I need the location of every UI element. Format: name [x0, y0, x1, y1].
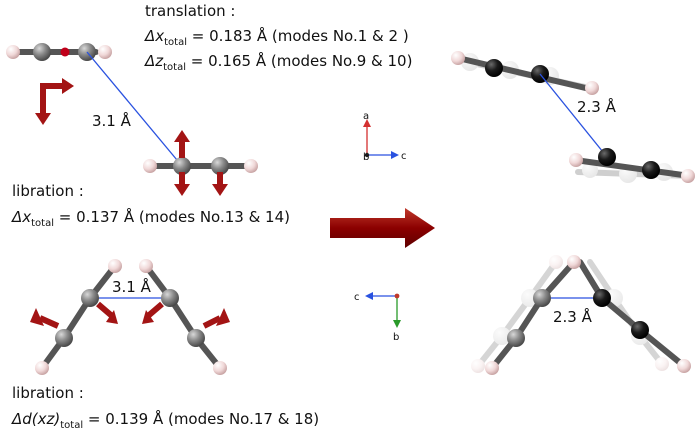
- carbon-atom: [631, 321, 649, 339]
- top-left-molecule-pair: [6, 43, 258, 196]
- hydrogen-atom: [139, 259, 153, 273]
- hydrogen-atom: [143, 159, 157, 173]
- carbon-atom: [55, 329, 73, 347]
- distance-label-top-right: 2.3 Å: [577, 97, 617, 116]
- carbon-atom: [507, 329, 525, 347]
- carbon-atom: [485, 59, 503, 77]
- hydrogen-atom: [6, 45, 20, 59]
- axis-label-c: c: [401, 151, 407, 162]
- carbon-atom: [33, 43, 51, 61]
- center-point: [60, 47, 70, 57]
- contact-line: [539, 73, 608, 158]
- translation-dx-line: Δxtotal = 0.183 Å (modes No.1 & 2 ): [144, 26, 409, 48]
- hydrogen-atom: [585, 81, 599, 95]
- carbon-atom: [187, 329, 205, 347]
- axis-label-c: c: [354, 292, 360, 303]
- carbon-atom: [598, 148, 616, 166]
- red-arrow-icon: [30, 301, 230, 329]
- axis-triad-top: a c b: [363, 111, 407, 163]
- libration-header-2: libration :: [12, 384, 84, 402]
- hydrogen-atom: [213, 361, 227, 375]
- axis-triad-bottom: c b: [354, 292, 401, 343]
- carbon-atom: [81, 289, 99, 307]
- bottom-right-molecule-pair: [471, 255, 691, 375]
- contact-line: [86, 51, 183, 167]
- red-arrow-icon: [174, 130, 228, 196]
- hydrogen-atom: [98, 45, 112, 59]
- axis-label-b: b: [393, 332, 399, 343]
- libration-header-1: libration :: [12, 182, 84, 200]
- hydrogen-atom: [451, 51, 465, 65]
- axis-label-b: b: [363, 152, 369, 163]
- translation-dz-line: Δztotal = 0.165 Å (modes No.9 & 10): [144, 51, 412, 73]
- top-right-molecule-pair: [451, 51, 695, 183]
- bottom-left-molecule-pair: [30, 259, 230, 375]
- carbon-atom: [533, 289, 551, 307]
- translation-header: translation :: [145, 2, 235, 20]
- distance-label-top-left: 3.1 Å: [92, 111, 132, 130]
- axis-label-a: a: [363, 111, 369, 122]
- distance-label-bottom-right: 2.3 Å: [553, 307, 593, 326]
- libration-dx-line: Δxtotal = 0.137 Å (modes No.13 & 14): [11, 207, 290, 229]
- hydrogen-atom: [485, 361, 499, 375]
- carbon-atom: [161, 289, 179, 307]
- carbon-atom: [173, 157, 191, 175]
- big-right-arrow-icon: [330, 208, 435, 248]
- red-arrow-icon: [35, 78, 74, 125]
- carbon-atom: [593, 289, 611, 307]
- hydrogen-atom: [677, 359, 691, 373]
- hydrogen-atom: [35, 361, 49, 375]
- hydrogen-atom: [244, 159, 258, 173]
- hydrogen-atom: [569, 153, 583, 167]
- libration-dxz-line: Δd(xz)total = 0.139 Å (modes No.17 & 18): [11, 409, 319, 431]
- hydrogen-atom: [567, 255, 581, 269]
- carbon-atom: [211, 157, 229, 175]
- hydrogen-atom: [681, 169, 695, 183]
- carbon-atom: [642, 161, 660, 179]
- distance-label-bottom-left: 3.1 Å: [112, 277, 152, 296]
- hydrogen-atom: [108, 259, 122, 273]
